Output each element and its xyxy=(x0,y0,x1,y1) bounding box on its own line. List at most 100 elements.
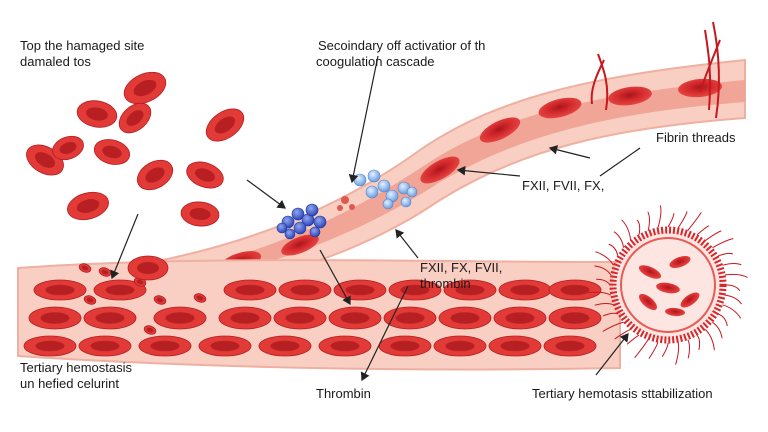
vessel-red-blood-cell xyxy=(223,279,277,301)
fibrin-spike xyxy=(595,251,614,266)
fibrin-spike xyxy=(621,219,632,241)
vessel-red-blood-cell xyxy=(433,335,487,357)
vessel-red-blood-cell xyxy=(443,279,497,301)
label-secondary-line1: Secoindary off activatior of th xyxy=(318,38,486,53)
vessel-red-blood-cell xyxy=(198,335,252,357)
vessel-red-blood-cell xyxy=(28,306,82,330)
fibrin-spike xyxy=(594,303,614,306)
free-red-blood-cell xyxy=(136,159,174,191)
vessel-red-blood-cell xyxy=(378,335,432,357)
fibrin-spike xyxy=(696,225,710,236)
label-factors-mid-line2: thrombin xyxy=(420,276,471,291)
damaged-vessel-end xyxy=(590,21,721,119)
free-red-blood-cell xyxy=(123,71,167,105)
vessel-red-blood-cell xyxy=(78,335,132,357)
free-red-blood-cell xyxy=(67,191,109,221)
vessel-red-blood-cell xyxy=(333,279,387,301)
fibrin-spike xyxy=(594,265,612,276)
fibrin-spike xyxy=(687,212,702,231)
label-tertiary-left-line2: un hefied celurint xyxy=(20,376,120,391)
vessel-red-blood-cell xyxy=(218,306,272,330)
fibrin-spike xyxy=(687,339,691,359)
vessel-red-blood-cell xyxy=(33,279,87,301)
label-thrombin: Thrombin xyxy=(316,386,371,401)
fibrin-spike xyxy=(588,291,612,296)
small-red-blood-cell xyxy=(143,325,157,335)
fibrin-spike xyxy=(725,273,748,278)
free-red-blood-cell xyxy=(93,139,131,165)
horizontal-vessel xyxy=(17,259,621,371)
vessel-red-blood-cell xyxy=(328,306,382,330)
label-damaged-site-line2: damaled tos xyxy=(20,54,91,69)
label-factors-mid-line1: FXII, FX, FVII, xyxy=(420,260,503,275)
vessel-red-blood-cell xyxy=(93,279,147,301)
label-secondary-line2: coogulation cascade xyxy=(316,54,435,69)
fibrin-spike xyxy=(704,329,715,351)
small-red-blood-cell xyxy=(98,267,112,277)
fibrin-spike xyxy=(675,341,680,365)
fibrin-spike xyxy=(712,321,723,339)
label-factors-top: FXII, FVII, FX, xyxy=(522,178,605,193)
fibrin-spike xyxy=(718,313,728,326)
label-tertiary-left-line1: Tertiary hemostasis xyxy=(20,360,132,375)
vessel-red-blood-cell xyxy=(258,335,312,357)
fibrin-spike xyxy=(648,341,659,359)
label-damaged-site-line1: Top the hamaged site xyxy=(20,38,145,53)
fibrin-spike xyxy=(705,230,722,242)
vessel-red-blood-cell xyxy=(548,279,602,301)
free-red-blood-cell xyxy=(52,135,84,161)
free-red-blood-cell xyxy=(180,201,220,227)
fibrin-spike xyxy=(712,238,734,249)
fibrin-spike xyxy=(614,328,631,340)
fibrin-spike xyxy=(696,334,701,351)
fibrin-spike xyxy=(722,304,742,319)
vessel-red-blood-cell xyxy=(383,306,437,330)
fibrin-spike xyxy=(608,243,619,257)
fibrin-spike xyxy=(602,312,619,317)
fibrin-spike xyxy=(725,294,743,305)
fibrin-spike xyxy=(613,231,625,248)
small-red-blood-cell xyxy=(78,263,92,273)
fibrin-spike xyxy=(634,339,649,359)
free-red-blood-cell xyxy=(127,255,169,281)
vessel-red-blood-cell xyxy=(543,335,597,357)
fibrin-spike xyxy=(725,284,741,292)
vessel-red-blood-cell xyxy=(153,306,207,330)
pointer-arrows xyxy=(110,55,641,382)
small-red-blood-cell xyxy=(193,293,207,303)
label-fibrin-threads: Fibrin threads xyxy=(656,130,736,145)
fibrin-spike xyxy=(661,342,669,358)
coagulation-factors-dark xyxy=(276,203,327,240)
fibrin-spike xyxy=(602,321,624,332)
free-red-blood-cell xyxy=(205,108,245,142)
vessel-red-blood-cell xyxy=(278,279,332,301)
label-tertiary-right: Tertiary hemotasis sttabilization xyxy=(532,386,713,401)
small-red-blood-cell xyxy=(83,295,97,305)
fibrin-spike xyxy=(647,211,650,231)
vessel-red-blood-cell xyxy=(23,335,77,357)
fibrin-spike xyxy=(667,213,675,228)
vessel-red-blood-cell xyxy=(548,306,602,330)
free-red-blood-cell xyxy=(76,100,118,128)
vessel-red-blood-cell xyxy=(318,335,372,357)
vessel-red-blood-cell xyxy=(493,306,547,330)
red-blood-cells xyxy=(26,71,245,281)
vessel-red-blood-cell xyxy=(273,306,327,330)
vessel-red-blood-cell xyxy=(138,335,192,357)
small-red-blood-cell xyxy=(153,295,167,305)
fibrin-spike xyxy=(657,205,662,229)
platelet-fragments xyxy=(337,196,355,211)
vessel-red-blood-cell xyxy=(83,306,137,330)
fibrin-spike xyxy=(596,278,611,286)
fibrin-spike xyxy=(718,252,734,257)
fibrin-spike xyxy=(677,211,688,229)
vessel-red-blood-cell xyxy=(498,279,552,301)
free-red-blood-cell xyxy=(186,161,224,189)
vessel-red-blood-cell xyxy=(438,306,492,330)
vessel-red-blood-cell xyxy=(488,335,542,357)
fibrin-spike xyxy=(636,219,641,235)
free-red-blood-cell xyxy=(118,102,152,134)
fibrin-spike xyxy=(722,262,742,266)
fibrin-spike xyxy=(626,334,640,345)
